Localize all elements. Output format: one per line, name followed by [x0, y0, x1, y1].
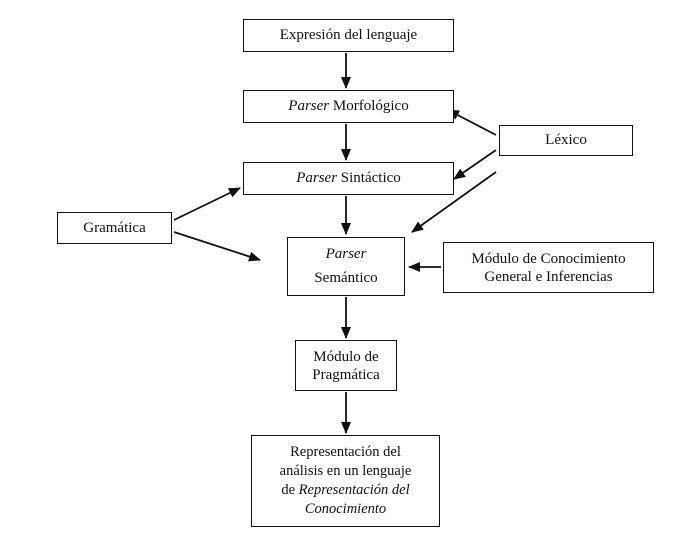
arrow-gramatica-to-semantico [173, 231, 261, 262]
node-modulo-pragmatica: Módulo de Pragmática [295, 340, 397, 391]
node-label-rest: Sintáctico [337, 170, 401, 186]
node-label-italic: Parser [288, 98, 330, 114]
node-label: Léxico [545, 132, 587, 148]
node-expresion-del-lenguaje: Expresión del lenguaje [243, 19, 454, 52]
arrow-gramatica-to-sintactico [173, 187, 241, 221]
node-representacion: Representación del análisis en un lengua… [251, 435, 440, 527]
node-label-line3: de Representación del [281, 481, 409, 500]
node-label-line1: Representación del [290, 444, 401, 460]
arrow-lexico-to-semantico [411, 171, 497, 233]
node-label: Parser Morfológico [288, 97, 408, 116]
node-lexico: Léxico [499, 125, 633, 156]
node-gramatica: Gramática [57, 212, 172, 244]
node-label-line2: Pragmática [312, 366, 380, 383]
node-label: Parser Sintáctico [296, 169, 401, 188]
node-label-italic: Parser [296, 170, 338, 186]
node-label-rest: Semántico [314, 270, 378, 287]
node-parser-sintactico: Parser Sintáctico [243, 162, 454, 195]
node-label-line1: Módulo de [313, 348, 379, 365]
node-modulo-conocimiento: Módulo de Conocimiento General e Inferen… [443, 242, 654, 293]
node-label: Expresión del lenguaje [279, 27, 418, 43]
node-label-rest: Morfológico [329, 98, 409, 114]
node-label-line3-italic: Representación del [298, 482, 410, 498]
node-label-line2: General e Inferencias [484, 268, 613, 285]
arrow-lexico-to-sintactico [453, 149, 497, 180]
node-parser-semantico: Parser Semántico [287, 237, 405, 296]
node-label-italic: Parser [325, 245, 367, 262]
node-label-line2: análisis en un lenguaje [279, 463, 412, 479]
node-parser-morfologico: Parser Morfológico [243, 90, 454, 123]
node-label: Gramática [83, 219, 146, 236]
arrow-lexico-to-morfologico [447, 109, 497, 136]
node-label-line3-prefix: de [281, 482, 299, 498]
node-label-line4: Conocimiento [304, 501, 387, 517]
node-label-line1: Módulo de Conocimiento [471, 250, 626, 267]
